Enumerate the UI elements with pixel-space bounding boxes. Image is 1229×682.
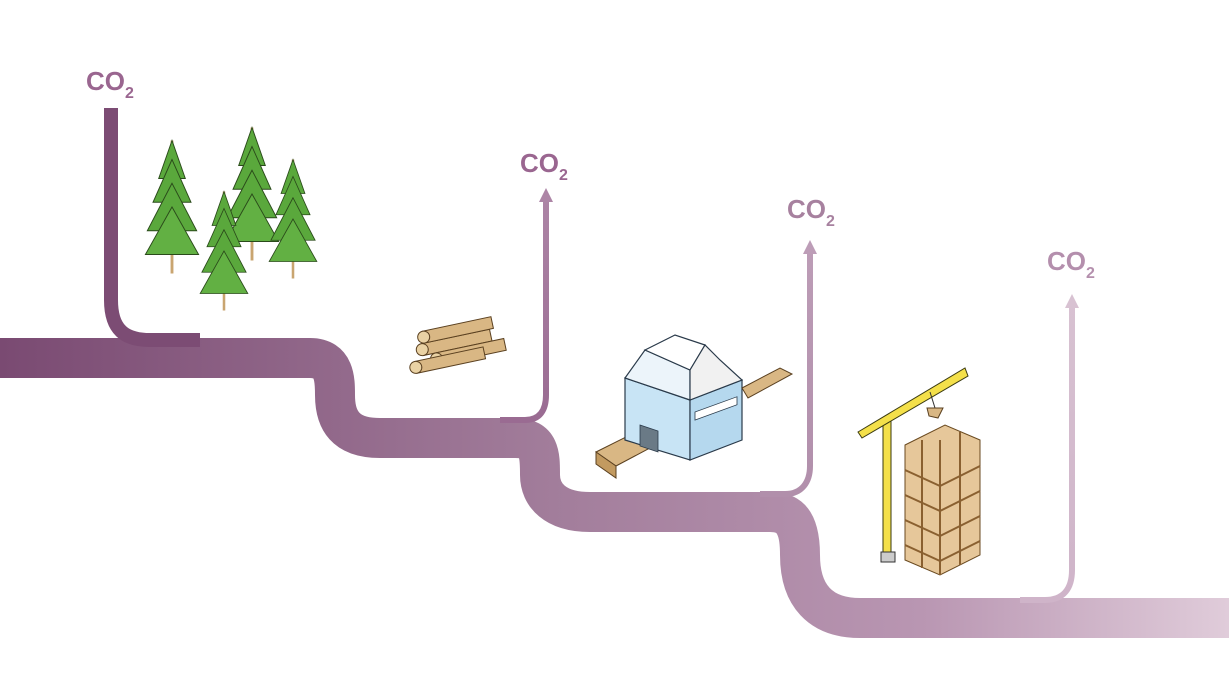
co2-label-forest: CO2 xyxy=(86,66,134,102)
carbon-flow-band xyxy=(0,338,1229,638)
arrow-head-2 xyxy=(803,240,817,254)
co2-emission-arrow-3 xyxy=(1020,306,1075,603)
co2-emission-arrow-1 xyxy=(500,200,549,423)
co2-label-logs: CO2 xyxy=(520,148,568,184)
arrow-head-3 xyxy=(1065,294,1079,308)
forest-icon xyxy=(143,126,319,312)
construction-icon xyxy=(857,367,981,576)
co2-label-construction: CO2 xyxy=(1047,246,1095,282)
arrow-head-1 xyxy=(539,188,553,202)
co2-emission-arrow-2 xyxy=(760,252,813,497)
sawmill-icon xyxy=(595,334,794,479)
co2-label-sawmill: CO2 xyxy=(787,194,835,230)
co2-intake-line xyxy=(104,108,200,347)
logs-icon xyxy=(408,316,507,376)
